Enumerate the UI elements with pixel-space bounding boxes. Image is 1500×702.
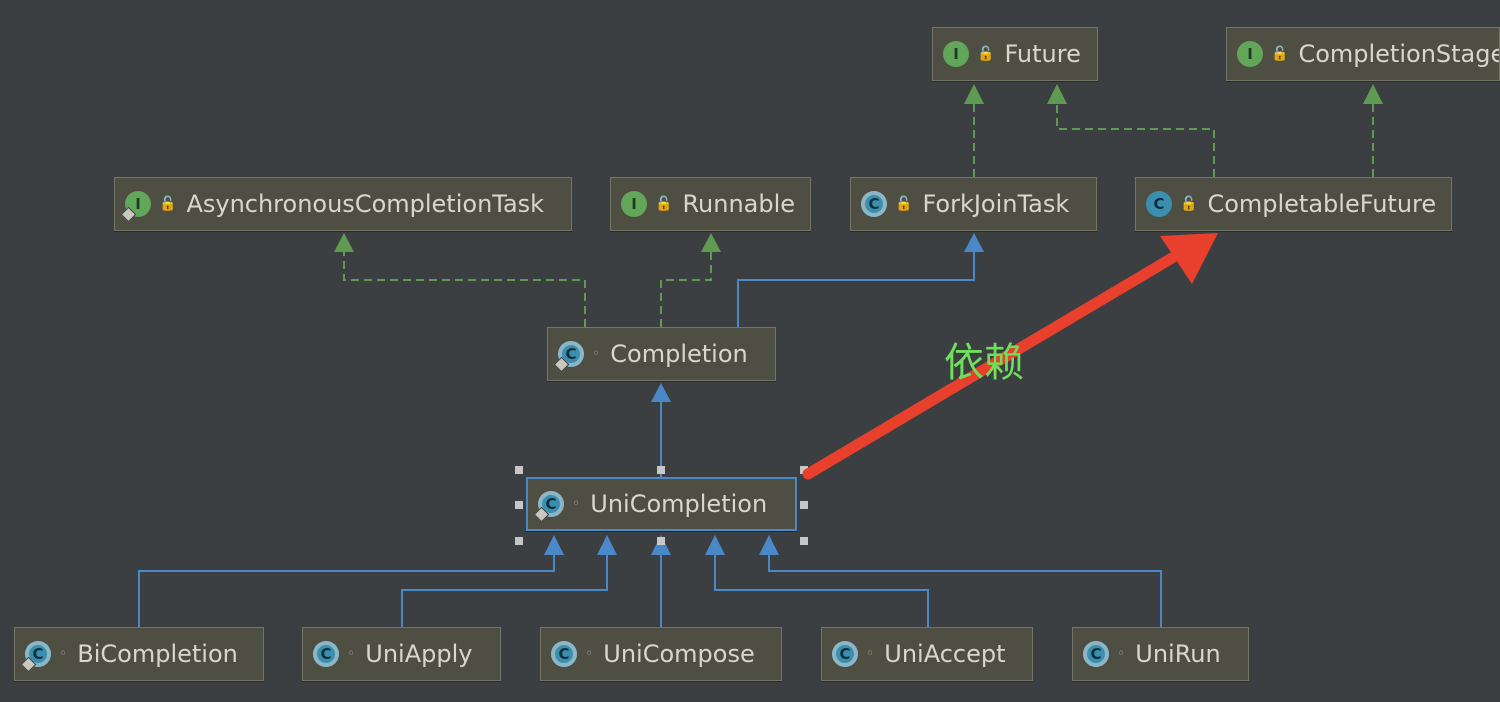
- edge-completion-implements-runnable: [660, 233, 721, 327]
- node-uni-apply[interactable]: C ◦ UniApply: [302, 627, 501, 681]
- package-visibility-icon: ◦: [866, 646, 875, 662]
- public-visibility-icon: 🔓: [895, 196, 913, 212]
- node-fork-join-task[interactable]: C 🔓 ForkJoinTask: [850, 177, 1097, 231]
- edge-completablefuture-implements-completionstage: [1363, 84, 1383, 177]
- package-visibility-icon: ◦: [1117, 646, 1126, 662]
- public-visibility-icon: 🔓: [1271, 46, 1289, 62]
- interface-icon: I: [1237, 41, 1263, 67]
- node-label: Completion: [610, 340, 748, 368]
- edge-completion-implements-async-completion-task: [334, 233, 586, 327]
- class-icon: C: [832, 641, 858, 667]
- node-label: UniAccept: [884, 640, 1006, 668]
- selection-handle-middle-right[interactable]: [800, 501, 808, 509]
- interface-icon: I: [943, 41, 969, 67]
- class-icon: C: [1146, 191, 1172, 217]
- node-uni-completion[interactable]: C ◦ UniCompletion: [526, 477, 797, 531]
- node-completable-future[interactable]: C 🔓 CompletableFuture: [1135, 177, 1452, 231]
- abstract-class-icon: C: [553, 341, 584, 373]
- edge-bicompletion-extends-unicompletion: [138, 535, 564, 627]
- node-uni-compose[interactable]: C ◦ UniCompose: [540, 627, 782, 681]
- class-icon: C: [1083, 641, 1109, 667]
- selection-handle-top-left[interactable]: [515, 466, 523, 474]
- node-completion-stage[interactable]: I 🔓 CompletionStage: [1226, 27, 1500, 81]
- node-label: UniCompletion: [590, 490, 768, 518]
- node-label: UniApply: [365, 640, 473, 668]
- selection-handle-top-right[interactable]: [800, 466, 808, 474]
- edge-unicompletion-extends-completion: [651, 383, 671, 477]
- class-icon: C: [551, 641, 577, 667]
- node-completion[interactable]: C ◦ Completion: [547, 327, 776, 381]
- selection-handle-bottom-center[interactable]: [657, 537, 665, 545]
- node-label: Runnable: [682, 190, 796, 218]
- abstract-class-icon: C: [861, 191, 887, 217]
- node-label: UniCompose: [603, 640, 755, 668]
- node-uni-run[interactable]: C ◦ UniRun: [1072, 627, 1249, 681]
- interface-icon: I: [120, 191, 151, 223]
- edge-unicompose-extends-unicompletion: [651, 535, 671, 627]
- node-label: BiCompletion: [77, 640, 238, 668]
- selection-handle-bottom-right[interactable]: [800, 537, 808, 545]
- package-visibility-icon: ◦: [572, 496, 581, 512]
- public-visibility-icon: 🔓: [655, 196, 673, 212]
- selection-handle-bottom-left[interactable]: [515, 537, 523, 545]
- node-label: Future: [1004, 40, 1081, 68]
- edge-uniaccept-extends-unicompletion: [705, 535, 929, 627]
- public-visibility-icon: 🔓: [1180, 196, 1198, 212]
- edge-forkjointask-implements-future: [964, 84, 984, 177]
- edge-completion-extends-forkjointask: [737, 233, 984, 327]
- selection-handle-top-center[interactable]: [657, 466, 665, 474]
- dependency-annotation-label: 依赖: [944, 340, 1024, 386]
- node-label: CompletableFuture: [1207, 190, 1437, 218]
- edge-completablefuture-implements-future: [1047, 84, 1215, 177]
- package-visibility-icon: ◦: [585, 646, 594, 662]
- node-label: ForkJoinTask: [922, 190, 1070, 218]
- node-bi-completion[interactable]: C ◦ BiCompletion: [14, 627, 264, 681]
- package-visibility-icon: ◦: [592, 346, 601, 362]
- node-uni-accept[interactable]: C ◦ UniAccept: [821, 627, 1033, 681]
- public-visibility-icon: 🔓: [977, 46, 995, 62]
- package-visibility-icon: ◦: [347, 646, 356, 662]
- node-asynchronous-completion-task[interactable]: I 🔓 AsynchronousCompletionTask: [114, 177, 572, 231]
- node-runnable[interactable]: I 🔓 Runnable: [610, 177, 811, 231]
- node-future[interactable]: I 🔓 Future: [932, 27, 1098, 81]
- public-visibility-icon: 🔓: [159, 196, 177, 212]
- package-visibility-icon: ◦: [59, 646, 68, 662]
- node-label: UniRun: [1135, 640, 1221, 668]
- abstract-class-icon: C: [533, 491, 564, 523]
- node-label: AsynchronousCompletionTask: [186, 190, 545, 218]
- edge-unirun-extends-unicompletion: [759, 535, 1162, 627]
- selection-handle-middle-left[interactable]: [515, 501, 523, 509]
- class-icon: C: [313, 641, 339, 667]
- abstract-class-icon: C: [20, 641, 51, 673]
- interface-icon: I: [621, 191, 647, 217]
- edge-uniapply-extends-unicompletion: [401, 535, 617, 627]
- node-label: CompletionStage: [1298, 40, 1500, 68]
